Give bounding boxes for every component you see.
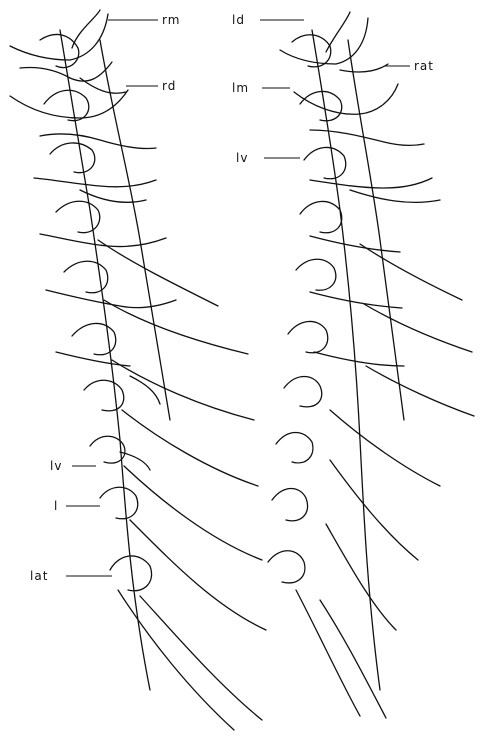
label-lm: lm (232, 81, 249, 95)
label-rat: rat (414, 59, 434, 73)
label-rm: rm (162, 13, 180, 27)
label-l: l (54, 499, 58, 513)
label-lat: lat (30, 569, 48, 583)
left-specimen: rm rd lv l lat (10, 10, 266, 730)
label-lv-left: lv (50, 459, 62, 473)
label-lv-right: lv (236, 151, 248, 165)
label-ld: ld (232, 13, 245, 27)
label-rd: rd (162, 79, 176, 93)
right-specimen: ld rat lm lv (232, 12, 474, 718)
right-leader-lines (260, 20, 410, 158)
